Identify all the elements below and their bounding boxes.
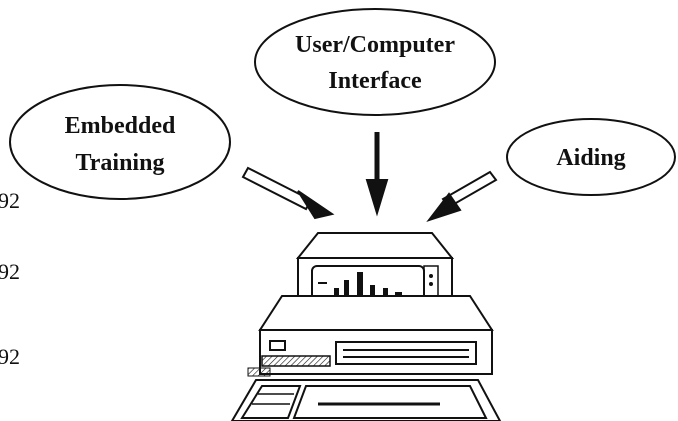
drive-bay bbox=[335, 341, 477, 365]
bubble-label-line1: User/Computer bbox=[295, 32, 455, 58]
arrow-from-aiding bbox=[426, 170, 498, 222]
arrow-shaft bbox=[241, 166, 313, 211]
arrow-from-user-computer-interface bbox=[365, 132, 389, 217]
bubble-user-computer-interface: User/Computer Interface bbox=[254, 8, 496, 116]
bubble-label-line2: Interface bbox=[328, 68, 422, 94]
margin-number-1: 92 bbox=[0, 188, 20, 213]
keyboard-icon bbox=[230, 379, 502, 421]
monitor-knob bbox=[429, 274, 433, 278]
computer-illustration bbox=[230, 232, 502, 421]
drive-slot bbox=[261, 355, 331, 367]
system-unit-base bbox=[247, 367, 271, 377]
margin-number-3: 92 bbox=[0, 344, 20, 369]
arrow-head bbox=[297, 190, 335, 220]
arrow-from-embedded-training bbox=[241, 166, 335, 220]
bubble-label: Aiding bbox=[556, 145, 625, 171]
bubble-outline bbox=[506, 118, 676, 196]
keyboard-main-keys bbox=[292, 385, 488, 419]
arrow-head bbox=[426, 192, 462, 222]
bubble-outline bbox=[254, 8, 496, 116]
system-unit-top bbox=[258, 295, 494, 331]
bubble-embedded-training: Embedded Training bbox=[9, 84, 231, 200]
bubble-outline bbox=[9, 84, 231, 200]
arrow-head bbox=[365, 179, 389, 217]
power-indicator bbox=[269, 340, 286, 351]
margin-number-2: 92 bbox=[0, 259, 20, 284]
screen-bar bbox=[357, 272, 363, 305]
monitor-top bbox=[295, 232, 455, 259]
screen-bar bbox=[344, 280, 349, 305]
bubble-aiding: Aiding bbox=[506, 118, 676, 196]
bubble-label-line2: Training bbox=[76, 150, 165, 176]
monitor-knob bbox=[429, 282, 433, 286]
system-unit-icon bbox=[247, 295, 494, 377]
bubble-label-line1: Embedded bbox=[65, 113, 176, 139]
